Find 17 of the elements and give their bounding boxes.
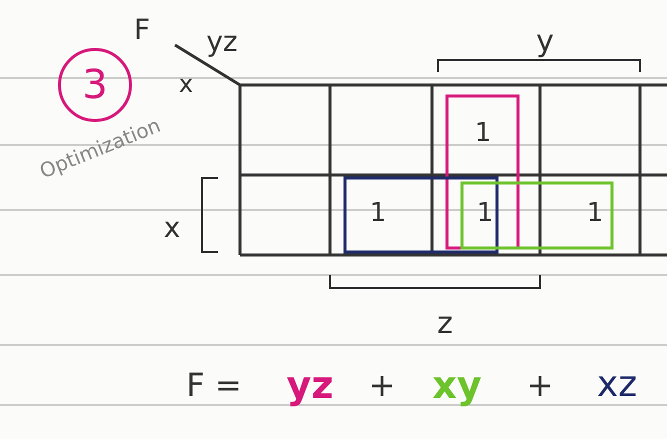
equation-term: xy <box>432 366 482 404</box>
equation-term: xz <box>596 367 638 403</box>
row-variable-label: x <box>178 72 194 96</box>
equation-term: yz <box>286 366 334 404</box>
variable-label: x <box>164 214 180 242</box>
cell-value: 1 <box>474 120 492 146</box>
cell-value: 1 <box>476 200 494 226</box>
equation-term: F = <box>186 369 242 401</box>
circled-number: 3 <box>58 48 132 122</box>
equation-term: + <box>368 369 396 401</box>
variable-label: y <box>536 27 554 57</box>
cell-value: 1 <box>586 200 604 226</box>
variable-label: z <box>437 309 453 339</box>
column-variables-label: yz <box>206 28 238 56</box>
equation-term: + <box>526 369 554 401</box>
cell-value: 1 <box>370 200 386 226</box>
function-label: F <box>134 16 150 44</box>
